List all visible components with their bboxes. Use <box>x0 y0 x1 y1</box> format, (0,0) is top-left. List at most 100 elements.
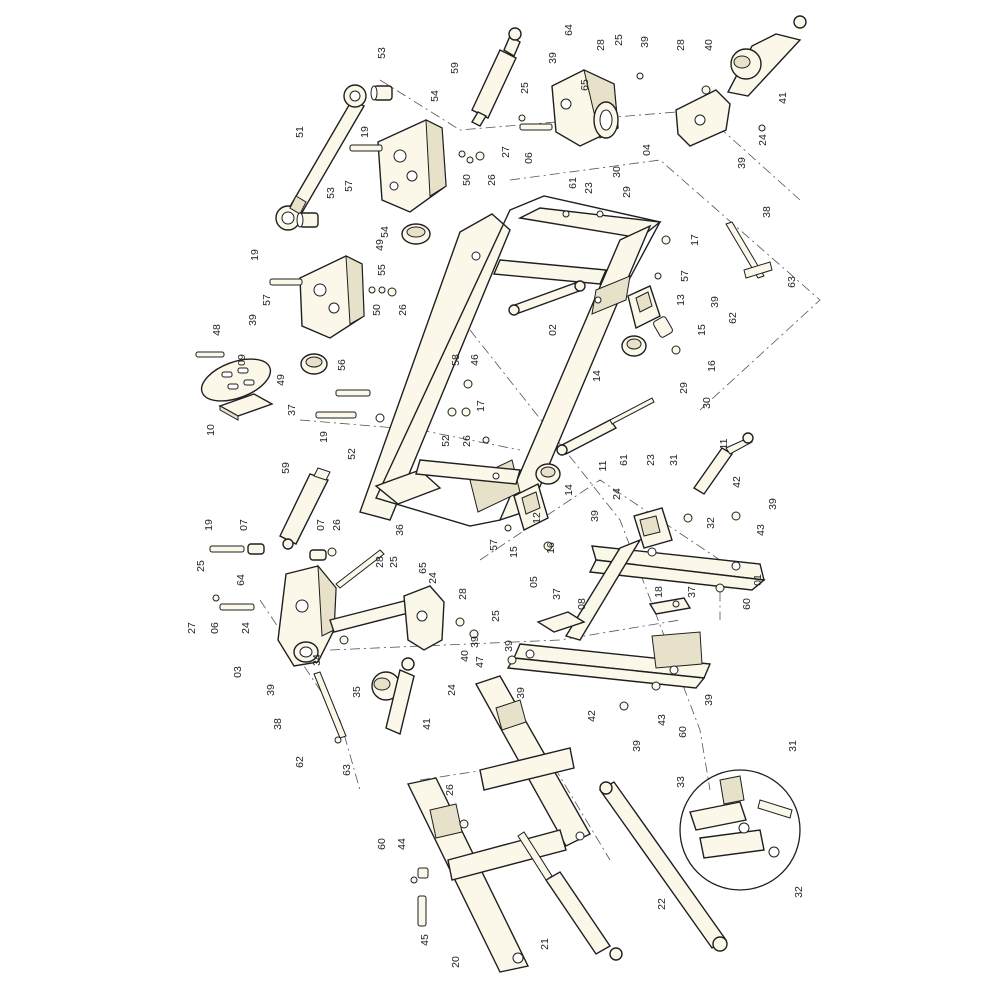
callout-label-26: 26 <box>461 435 473 447</box>
link-rod-51 <box>275 84 367 231</box>
gas-spring-11-left <box>556 397 655 456</box>
callout-label-39: 39 <box>265 684 277 696</box>
callout-label-16: 16 <box>545 542 557 554</box>
callout-label-04: 04 <box>641 144 653 156</box>
callout-label-37: 37 <box>686 586 698 598</box>
callout-label-08: 08 <box>576 598 588 610</box>
callout-label-25: 25 <box>388 556 400 568</box>
callout-label-45: 45 <box>419 934 431 946</box>
callout-label-12: 12 <box>531 512 543 524</box>
main-frame-55 <box>359 195 662 527</box>
callout-label-19: 19 <box>318 431 330 443</box>
bushing-53-bottom <box>296 212 319 228</box>
bracket-54-mid <box>299 255 365 339</box>
callout-label-31: 31 <box>668 454 680 466</box>
bolt-48 <box>195 351 225 358</box>
pin-15-top <box>653 316 673 338</box>
pin-19-mid <box>269 278 303 286</box>
cylinder-59-top <box>471 27 522 127</box>
callout-label-25: 25 <box>490 610 502 622</box>
detail-view <box>679 769 801 891</box>
callout-label-39: 39 <box>469 636 481 648</box>
pin-38-low <box>313 671 347 739</box>
hardware-bits <box>212 72 766 884</box>
callout-label-25: 25 <box>613 34 625 46</box>
callout-label-57: 57 <box>488 539 500 551</box>
callout-label-54: 54 <box>429 90 441 102</box>
plate-09 <box>200 358 272 402</box>
axle-36 <box>329 549 421 633</box>
bracket-13 <box>627 285 661 330</box>
callout-label-44: 44 <box>396 838 408 850</box>
callout-label-32: 32 <box>793 886 805 898</box>
callout-label-41: 41 <box>777 92 789 104</box>
callout-label-20: 20 <box>450 956 462 968</box>
callout-label-60: 60 <box>677 726 689 738</box>
callout-label-07: 07 <box>315 519 327 531</box>
callout-label-24: 24 <box>611 488 623 500</box>
callout-label-40: 40 <box>459 650 471 662</box>
plate-18 <box>648 597 692 615</box>
callout-label-63: 63 <box>341 764 353 776</box>
bumper-49-low <box>300 353 328 375</box>
callout-label-23: 23 <box>583 182 595 194</box>
pin-06-top <box>519 123 553 131</box>
callout-label-29: 29 <box>621 186 633 198</box>
nut-44 <box>417 867 429 879</box>
callout-label-55: 55 <box>376 264 388 276</box>
callout-label-07: 07 <box>238 519 250 531</box>
callout-label-17: 17 <box>689 234 701 246</box>
cylinder-41-low <box>371 657 415 735</box>
callout-label-28: 28 <box>595 39 607 51</box>
callout-label-65: 65 <box>417 562 429 574</box>
callout-label-37: 37 <box>551 588 563 600</box>
clip-63-top <box>743 261 773 279</box>
callout-label-15: 15 <box>696 324 708 336</box>
callout-label-11: 11 <box>718 438 730 449</box>
callout-label-30: 30 <box>611 166 623 178</box>
chassis-20 <box>406 675 591 973</box>
callout-label-32: 32 <box>705 517 717 529</box>
callout-label-25: 25 <box>195 560 207 572</box>
callout-label-05: 05 <box>528 576 540 588</box>
callout-label-60: 60 <box>376 838 388 850</box>
callout-label-39: 39 <box>503 640 515 652</box>
callout-label-59: 59 <box>280 462 292 474</box>
gas-spring-21 <box>517 831 623 961</box>
callout-label-39: 39 <box>547 52 559 64</box>
callout-label-09: 09 <box>236 354 248 366</box>
callout-label-06: 06 <box>209 622 221 634</box>
callout-label-39: 39 <box>703 694 715 706</box>
callout-label-53: 53 <box>325 187 337 199</box>
bracket-24-mid <box>403 585 445 651</box>
callout-label-27: 27 <box>186 622 198 634</box>
callout-label-39: 39 <box>631 740 643 752</box>
link-02 <box>508 280 586 316</box>
callout-label-36: 36 <box>394 524 406 536</box>
callout-label-49: 49 <box>275 374 287 386</box>
callout-label-17: 17 <box>475 400 487 412</box>
callout-label-28: 28 <box>457 588 469 600</box>
callout-label-34: 34 <box>311 654 323 666</box>
callout-label-40: 40 <box>703 39 715 51</box>
callout-label-38: 38 <box>272 718 284 730</box>
callout-label-43: 43 <box>656 714 668 726</box>
callout-label-52: 52 <box>346 448 358 460</box>
callout-label-48: 48 <box>211 324 223 336</box>
callout-label-57: 57 <box>679 270 691 282</box>
callout-label-58: 58 <box>450 354 462 366</box>
bushing-07 <box>247 543 327 561</box>
callout-label-50: 50 <box>461 174 473 186</box>
pin-06-low <box>219 603 255 611</box>
callout-label-38: 38 <box>761 206 773 218</box>
callout-label-53: 53 <box>376 47 388 59</box>
callout-label-63: 63 <box>786 276 798 288</box>
bracket-24-top <box>675 89 731 147</box>
callout-label-42: 42 <box>731 476 743 488</box>
bumper-14-top <box>621 335 647 357</box>
callout-label-11: 11 <box>597 460 609 471</box>
plate-10 <box>218 393 274 421</box>
mount-03 <box>277 564 337 667</box>
callout-label-51: 51 <box>294 126 306 138</box>
callout-label-19: 19 <box>359 126 371 138</box>
